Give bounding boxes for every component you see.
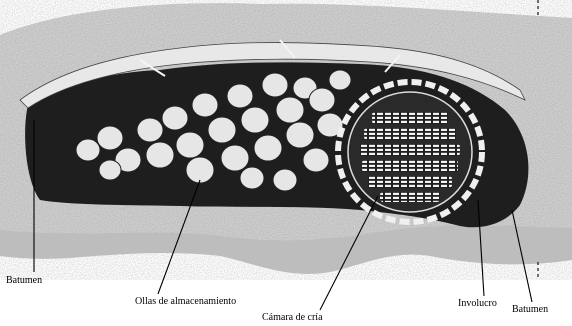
label-storage-pots: Ollas de almacenamiento	[135, 297, 236, 307]
label-batumen-left: Batumen	[6, 276, 42, 286]
label-brood-chamber: Cámara de cría	[262, 313, 323, 323]
label-batumen-right: Batumen	[512, 305, 548, 315]
label-involucrum: Involucro	[458, 299, 497, 309]
